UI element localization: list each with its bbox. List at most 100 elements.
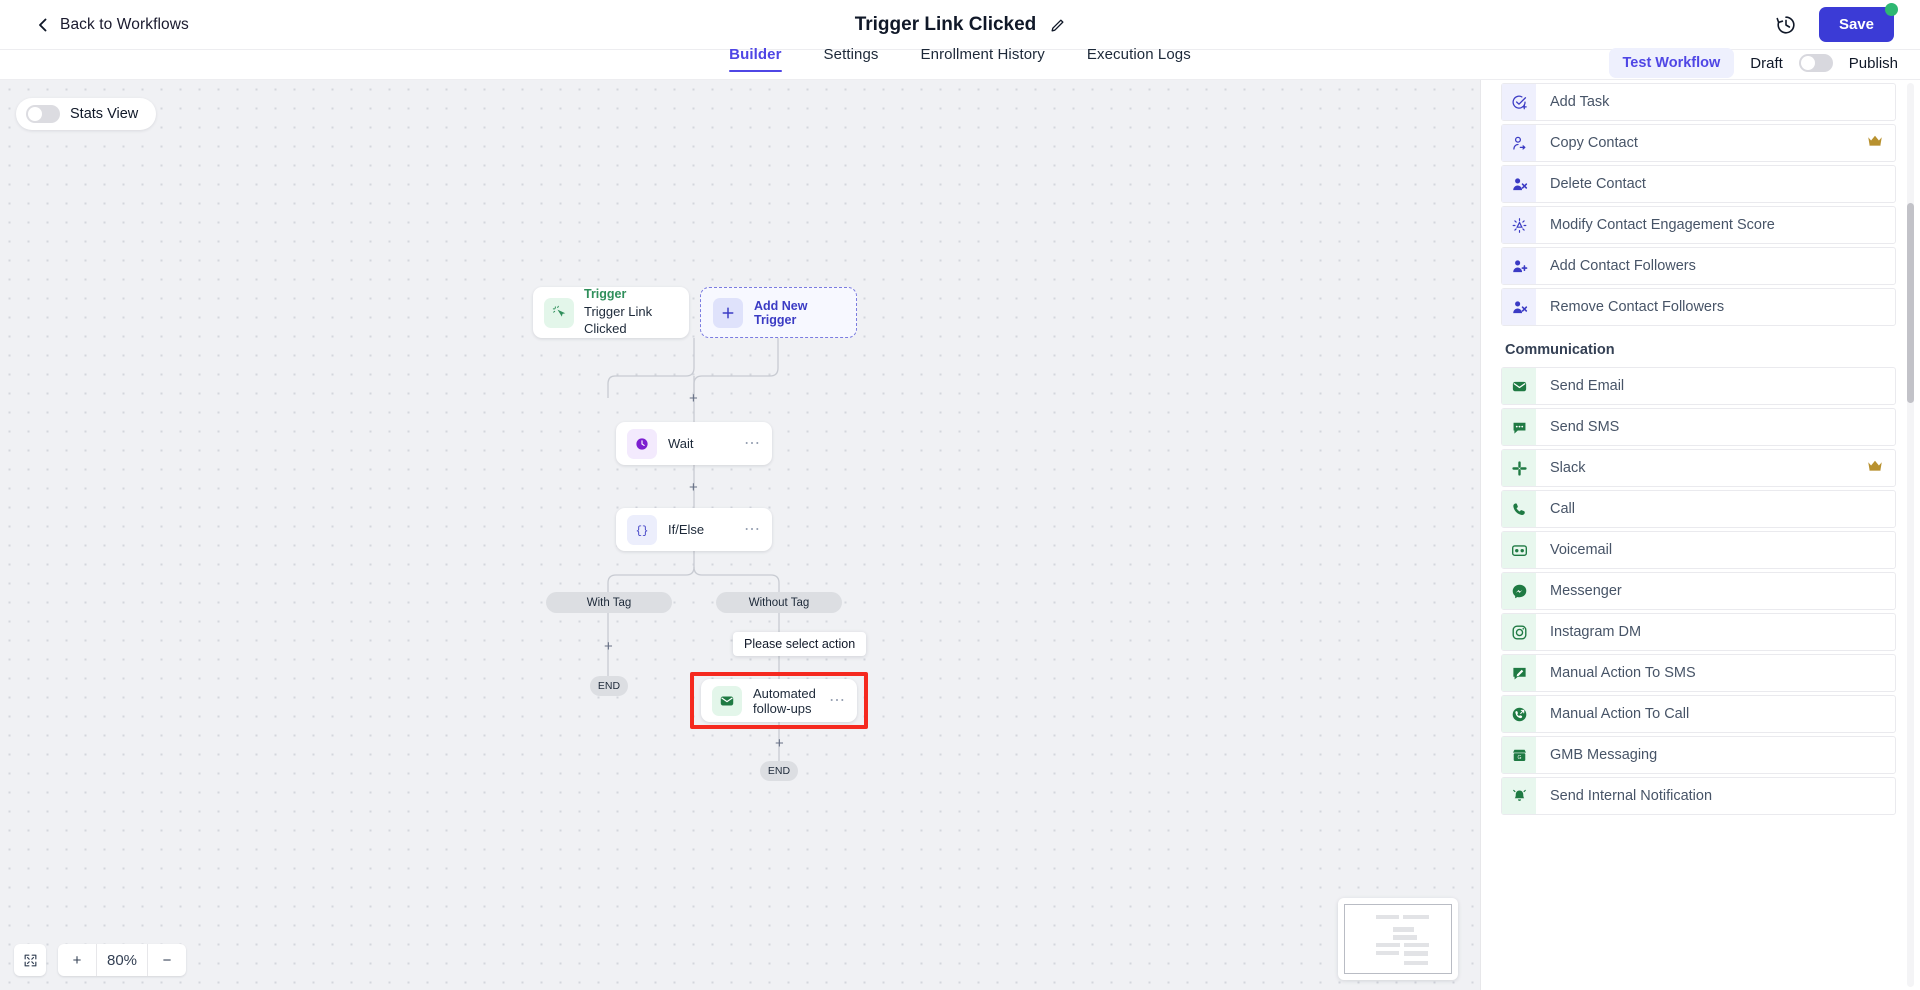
- tab-builder[interactable]: Builder: [729, 46, 782, 72]
- sidebar-action-manual-action-to-call[interactable]: Manual Action To Call: [1501, 695, 1896, 733]
- save-button-wrapper: Save: [1818, 3, 1898, 42]
- sidebar-action-manual-action-to-sms[interactable]: Manual Action To SMS: [1501, 654, 1896, 692]
- node-email-menu-icon[interactable]: ⋯: [829, 691, 846, 709]
- publish-toggle[interactable]: [1798, 54, 1833, 72]
- sidebar-action-remove-contact-followers[interactable]: Remove Contact Followers: [1501, 288, 1896, 326]
- add-step-plus-3[interactable]: +: [604, 638, 613, 655]
- branch-label-with-tag[interactable]: With Tag: [546, 592, 672, 613]
- chat-bubble-icon: [1502, 409, 1536, 445]
- stats-view-toggle[interactable]: Stats View: [16, 98, 157, 130]
- history-clock-icon[interactable]: [1775, 14, 1797, 36]
- node-automated-follow-ups-label: Automated follow-ups: [753, 685, 816, 716]
- pencil-icon[interactable]: [1050, 18, 1065, 33]
- workflow-canvas[interactable]: Stats View: [0, 80, 1480, 990]
- tab-settings[interactable]: Settings: [823, 46, 879, 63]
- sidebar-action-label: Add Contact Followers: [1550, 258, 1696, 274]
- contact-copy-icon: [1502, 125, 1536, 161]
- node-trigger-subtitle: Trigger Link Clicked: [584, 303, 653, 336]
- task-check-icon: [1502, 84, 1536, 120]
- top-bar-actions: Save: [1775, 3, 1898, 42]
- messenger-icon: [1502, 573, 1536, 609]
- envelope-icon: [1502, 368, 1536, 404]
- sidebar-action-instagram-dm[interactable]: Instagram DM: [1501, 613, 1896, 651]
- back-to-workflows-label: Back to Workflows: [60, 15, 189, 33]
- svg-text:G: G: [1517, 755, 1521, 761]
- sidebar-action-label: Copy Contact: [1550, 135, 1638, 151]
- node-wait[interactable]: Wait ⋯: [616, 422, 772, 465]
- add-step-plus-2[interactable]: +: [689, 479, 698, 496]
- add-step-plus-1[interactable]: +: [689, 390, 698, 407]
- node-automated-follow-ups[interactable]: Automated follow-ups ⋯: [701, 679, 857, 722]
- sidebar-action-label: Send Email: [1550, 378, 1625, 394]
- sidebar-action-label: Modify Contact Engagement Score: [1550, 217, 1775, 233]
- zoom-in-button[interactable]: +: [72, 951, 82, 969]
- zoom-out-button[interactable]: −: [162, 951, 172, 969]
- sidebar-action-label: Call: [1550, 501, 1575, 517]
- svg-text:{}: {}: [636, 525, 649, 537]
- sidebar-action-delete-contact[interactable]: Delete Contact: [1501, 165, 1896, 203]
- node-trigger-title: Trigger: [584, 287, 627, 302]
- sidebar-scrollbar-track[interactable]: [1907, 83, 1914, 987]
- sidebar-action-add-task[interactable]: Add Task: [1501, 83, 1896, 121]
- save-button[interactable]: Save: [1818, 7, 1894, 42]
- sidebar-action-slack[interactable]: Slack: [1501, 449, 1896, 487]
- end-node-right: END: [760, 761, 798, 781]
- sidebar-action-send-internal-notification[interactable]: Send Internal Notification: [1501, 777, 1896, 815]
- sidebar-action-messenger[interactable]: Messenger: [1501, 572, 1896, 610]
- sidebar-action-label: Instagram DM: [1550, 624, 1642, 640]
- node-if-else-menu-icon[interactable]: ⋯: [744, 520, 761, 538]
- sidebar-action-voicemail[interactable]: Voicemail: [1501, 531, 1896, 569]
- sidebar-scrollbar-thumb[interactable]: [1907, 203, 1914, 403]
- node-trigger-text: Trigger Trigger Link Clicked: [584, 287, 678, 337]
- zoom-level-display: 80%: [96, 944, 148, 976]
- premium-crown-icon: [1867, 134, 1883, 152]
- sidebar-action-copy-contact[interactable]: Copy Contact: [1501, 124, 1896, 162]
- test-workflow-button[interactable]: Test Workflow: [1608, 48, 1735, 78]
- sidebar-action-send-sms[interactable]: Send SMS: [1501, 408, 1896, 446]
- canvas-minimap[interactable]: [1338, 898, 1458, 980]
- stats-view-switch[interactable]: [26, 105, 60, 123]
- top-bar: Back to Workflows Trigger Link Clicked S…: [0, 0, 1920, 50]
- stats-view-label: Stats View: [70, 106, 139, 122]
- envelope-icon: [712, 685, 742, 716]
- connector-lines: [607, 338, 780, 761]
- tabs-bar: Builder Settings Enrollment History Exec…: [0, 46, 1920, 80]
- sidebar-action-call[interactable]: Call: [1501, 490, 1896, 528]
- workflow-title-group: Trigger Link Clicked: [0, 0, 1920, 50]
- fit-screen-icon[interactable]: [14, 944, 46, 976]
- add-step-plus-4[interactable]: +: [775, 735, 784, 752]
- branch-label-without-tag[interactable]: Without Tag: [716, 592, 842, 613]
- plus-icon: [713, 297, 743, 328]
- sidebar-action-label: Add Task: [1550, 94, 1610, 110]
- voicemail-icon: [1502, 532, 1536, 568]
- sidebar-group-header-communication: Communication: [1505, 342, 1615, 358]
- tab-enrollment-history[interactable]: Enrollment History: [920, 46, 1045, 63]
- draft-label: Draft: [1750, 54, 1783, 72]
- page-body: Stats View: [0, 80, 1920, 990]
- sidebar-action-send-email[interactable]: Send Email: [1501, 367, 1896, 405]
- sidebar-action-label: Messenger: [1550, 583, 1622, 599]
- add-new-trigger-label: Add New Trigger: [754, 298, 808, 327]
- back-to-workflows-button[interactable]: Back to Workflows: [36, 16, 189, 34]
- minimap-viewport: [1344, 904, 1452, 974]
- sidebar-action-label: GMB Messaging: [1550, 747, 1658, 763]
- node-trigger[interactable]: Trigger Trigger Link Clicked: [533, 287, 689, 338]
- sidebar-action-label: Manual Action To Call: [1550, 706, 1690, 722]
- end-node-left: END: [590, 676, 628, 696]
- sidebar-action-modify-engagement-score[interactable]: Modify Contact Engagement Score: [1501, 206, 1896, 244]
- click-cursor-icon: [544, 297, 574, 328]
- add-new-trigger-button[interactable]: Add New Trigger: [700, 287, 857, 338]
- chevron-left-icon: [36, 18, 50, 32]
- node-if-else[interactable]: {} If/Else ⋯: [616, 508, 772, 551]
- actions-scroll-area[interactable]: Add Task Copy Contact: [1501, 80, 1896, 990]
- unsaved-changes-badge: [1885, 3, 1898, 16]
- sidebar-action-gmb-messaging[interactable]: G GMB Messaging: [1501, 736, 1896, 774]
- clock-icon: [627, 428, 657, 459]
- sidebar-action-add-contact-followers[interactable]: Add Contact Followers: [1501, 247, 1896, 285]
- sidebar-action-label: Slack: [1550, 460, 1586, 476]
- tab-execution-logs[interactable]: Execution Logs: [1086, 46, 1191, 63]
- sidebar-action-label: Delete Contact: [1550, 176, 1646, 192]
- toggle-knob: [28, 107, 42, 121]
- node-wait-menu-icon[interactable]: ⋯: [744, 434, 761, 452]
